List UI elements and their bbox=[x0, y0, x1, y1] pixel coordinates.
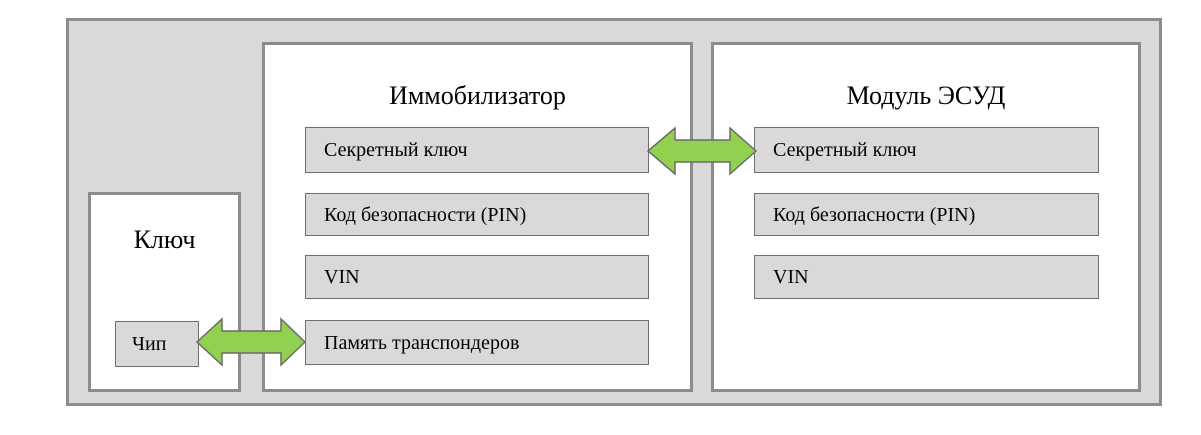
key-panel: Ключ Чип bbox=[88, 192, 241, 392]
immobilizer-field-label: Код безопасности (PIN) bbox=[324, 203, 527, 226]
ecu-field-pin: Код безопасности (PIN) bbox=[754, 193, 1099, 236]
ecu-field-label: Код безопасности (PIN) bbox=[773, 203, 976, 226]
immobilizer-field-transponder-memory: Память транспондеров bbox=[305, 320, 649, 365]
double-arrow-icon bbox=[195, 317, 307, 367]
immobilizer-field-label: VIN bbox=[324, 266, 360, 288]
ecu-field-label: Секретный ключ bbox=[773, 139, 917, 161]
double-arrow-icon bbox=[646, 126, 758, 176]
immobilizer-field-label: Секретный ключ bbox=[324, 139, 468, 161]
key-panel-title: Ключ bbox=[133, 225, 196, 254]
immobilizer-field-vin: VIN bbox=[305, 255, 649, 299]
immobilizer-field-label: Память транспондеров bbox=[324, 331, 520, 354]
chip-label: Чип bbox=[132, 333, 167, 355]
ecu-field-vin: VIN bbox=[754, 255, 1099, 299]
immobilizer-field-secret-key: Секретный ключ bbox=[305, 127, 649, 173]
ecu-field-label: VIN bbox=[773, 266, 809, 288]
chip-box: Чип bbox=[115, 321, 199, 367]
immobilizer-field-pin: Код безопасности (PIN) bbox=[305, 193, 649, 236]
double-arrow-shape bbox=[646, 126, 758, 176]
double-arrow-shape bbox=[195, 317, 307, 367]
ecu-field-secret-key: Секретный ключ bbox=[754, 127, 1099, 173]
immobilizer-panel-title: Иммобилизатор bbox=[389, 81, 566, 110]
ecu-panel-title: Модуль ЭСУД bbox=[846, 81, 1006, 110]
